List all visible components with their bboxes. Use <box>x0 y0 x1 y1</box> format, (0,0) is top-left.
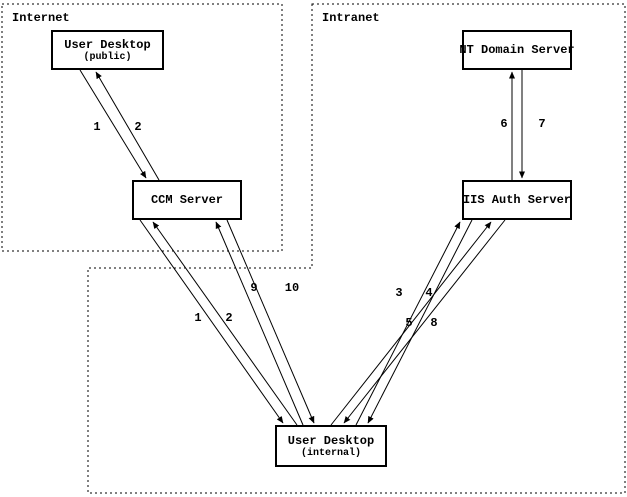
edge-label-public-ccm-2: 2 <box>134 120 142 134</box>
node-title: User Desktop <box>64 37 151 52</box>
node-title: NT Domain Server <box>459 43 575 57</box>
node-ccm-server: CCM Server <box>132 180 242 220</box>
node-iis-auth-server: IIS Auth Server <box>462 180 572 220</box>
edge-label-nt-iis-7: 7 <box>538 117 546 131</box>
edge-label-ccm-internal-9: 9 <box>250 281 258 295</box>
edge-label-public-ccm-1: 1 <box>93 120 101 134</box>
node-title: CCM Server <box>150 193 223 207</box>
node-title: User Desktop <box>287 433 375 448</box>
node-user-desktop-internal: User Desktop (internal) <box>275 425 387 467</box>
arrow-9-internal-desktop-to-ccm <box>215 221 304 426</box>
internet-zone-border <box>1 3 283 252</box>
arrow-3-internal-desktop-to-iis <box>355 221 461 426</box>
arrow-8-iis-to-internal-desktop <box>343 219 506 424</box>
edge-label-iis-internal-8: 8 <box>430 316 438 330</box>
edge-label-nt-iis-6: 6 <box>500 117 508 131</box>
arrow-2-internal-desktop-to-ccm <box>152 221 298 426</box>
internet-zone-label: Internet <box>12 11 70 25</box>
node-user-desktop-public: User Desktop (public) <box>51 30 164 70</box>
arrow-4-iis-to-internal-desktop <box>367 219 473 424</box>
arrow-2-ccm-to-public-desktop <box>95 71 160 181</box>
intranet-zone-border <box>87 3 626 494</box>
node-subtitle: (public) <box>83 51 132 63</box>
edge-label-ccm-internal-2: 2 <box>225 311 233 325</box>
intranet-zone-label: Intranet <box>322 11 380 25</box>
node-title: IIS Auth Server <box>462 193 572 207</box>
arrow-10-ccm-to-internal-desktop <box>226 219 315 424</box>
node-subtitle: (internal) <box>300 447 361 459</box>
node-nt-domain-server: NT Domain Server <box>459 30 575 70</box>
edge-label-ccm-internal-10: 10 <box>284 281 300 295</box>
edge-label-ccm-internal-1: 1 <box>194 311 202 325</box>
edge-label-iis-internal-4: 4 <box>425 286 433 300</box>
arrow-1-ccm-to-internal-desktop <box>139 219 284 424</box>
arrow-1-public-desktop-to-ccm <box>79 69 147 179</box>
edge-label-iis-internal-3: 3 <box>395 286 403 300</box>
arrow-5-internal-desktop-to-iis <box>330 221 492 426</box>
edge-label-iis-internal-5: 5 <box>405 316 413 330</box>
